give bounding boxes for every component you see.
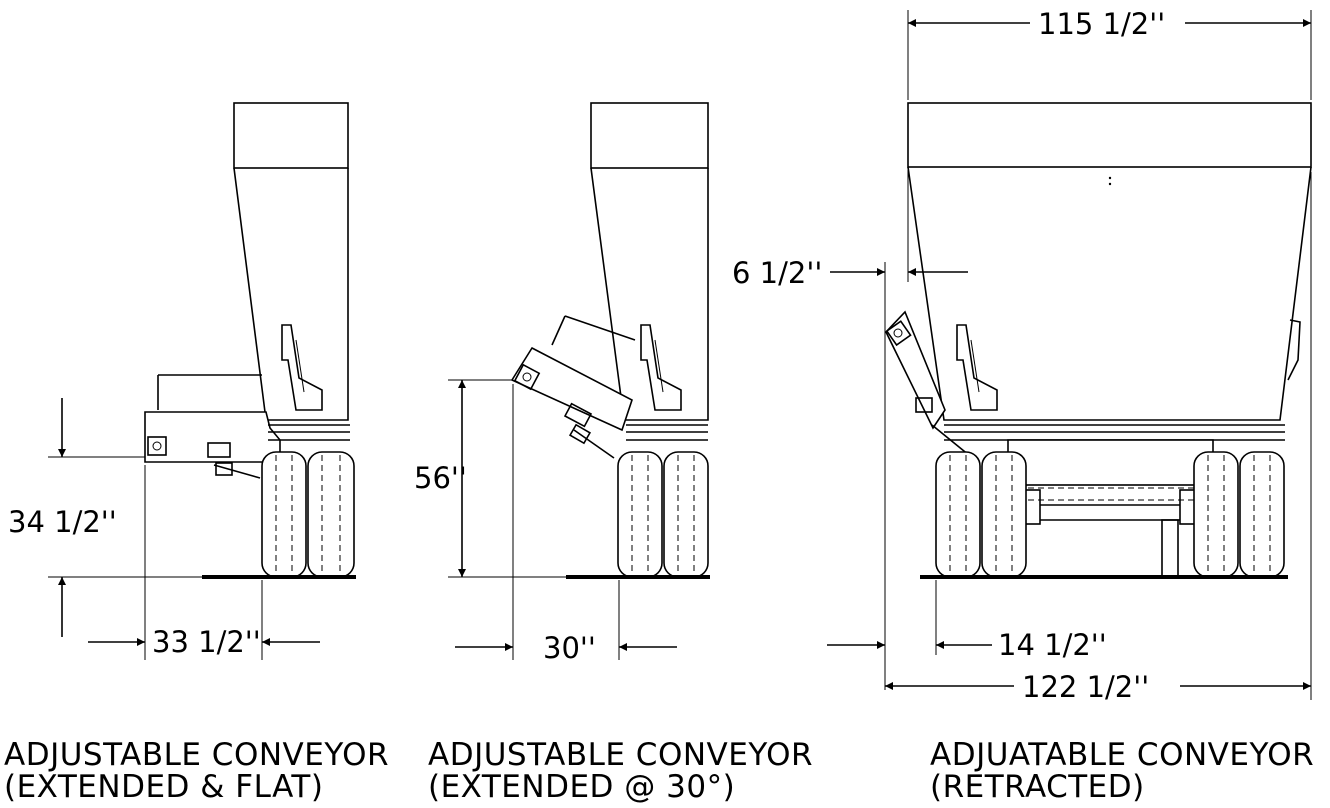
top-width-label: 115 1/2'' xyxy=(1038,7,1165,41)
height-dimension: 56'' xyxy=(414,379,566,578)
side-offset-dimension: 6 1/2'' xyxy=(732,170,968,690)
offset-dimension: 30'' xyxy=(455,384,677,665)
overall-width-dimension: 122 1/2'' xyxy=(885,172,1312,704)
offset-dimension-label: 30'' xyxy=(543,631,596,665)
spreader-body-drawing xyxy=(144,102,356,579)
inner-dimension: 14 1/2'' xyxy=(827,580,1107,662)
spreader-body-drawing xyxy=(510,102,710,579)
side-offset-label: 6 1/2'' xyxy=(732,256,822,290)
spreader-body-drawing xyxy=(885,102,1312,579)
view-extended-30: 56'' 30'' ADJUSTABLE CONVEYOR (EXTENDED … xyxy=(414,102,813,805)
height-dimension-label: 34 1/2'' xyxy=(8,505,117,539)
offset-dimension: 33 1/2'' xyxy=(88,465,320,660)
inner-dimension-label: 14 1/2'' xyxy=(998,628,1107,662)
caption-line-1: ADJUATABLE CONVEYOR xyxy=(930,737,1314,773)
height-dimension-label: 56'' xyxy=(414,461,467,495)
height-dimension: 34 1/2'' xyxy=(8,398,202,637)
caption-line-2: (EXTENDED & FLAT) xyxy=(4,769,323,805)
overall-width-label: 122 1/2'' xyxy=(1022,670,1149,704)
top-width-dimension: 115 1/2'' xyxy=(907,7,1312,100)
caption-line-1: ADJUSTABLE CONVEYOR xyxy=(428,737,813,773)
view-retracted: 115 1/2'' 6 1/2'' 14 1/2'' 122 1/2'' ADJ… xyxy=(732,7,1314,805)
view-extended-flat: 34 1/2'' 33 1/2'' ADJUSTABLE CONVEYOR (E… xyxy=(4,102,389,805)
caption-line-2: (RETRACTED) xyxy=(930,769,1145,805)
caption-line-1: ADJUSTABLE CONVEYOR xyxy=(4,737,389,773)
caption-line-2: (EXTENDED @ 30°) xyxy=(428,769,735,805)
offset-dimension-label: 33 1/2'' xyxy=(152,625,261,659)
